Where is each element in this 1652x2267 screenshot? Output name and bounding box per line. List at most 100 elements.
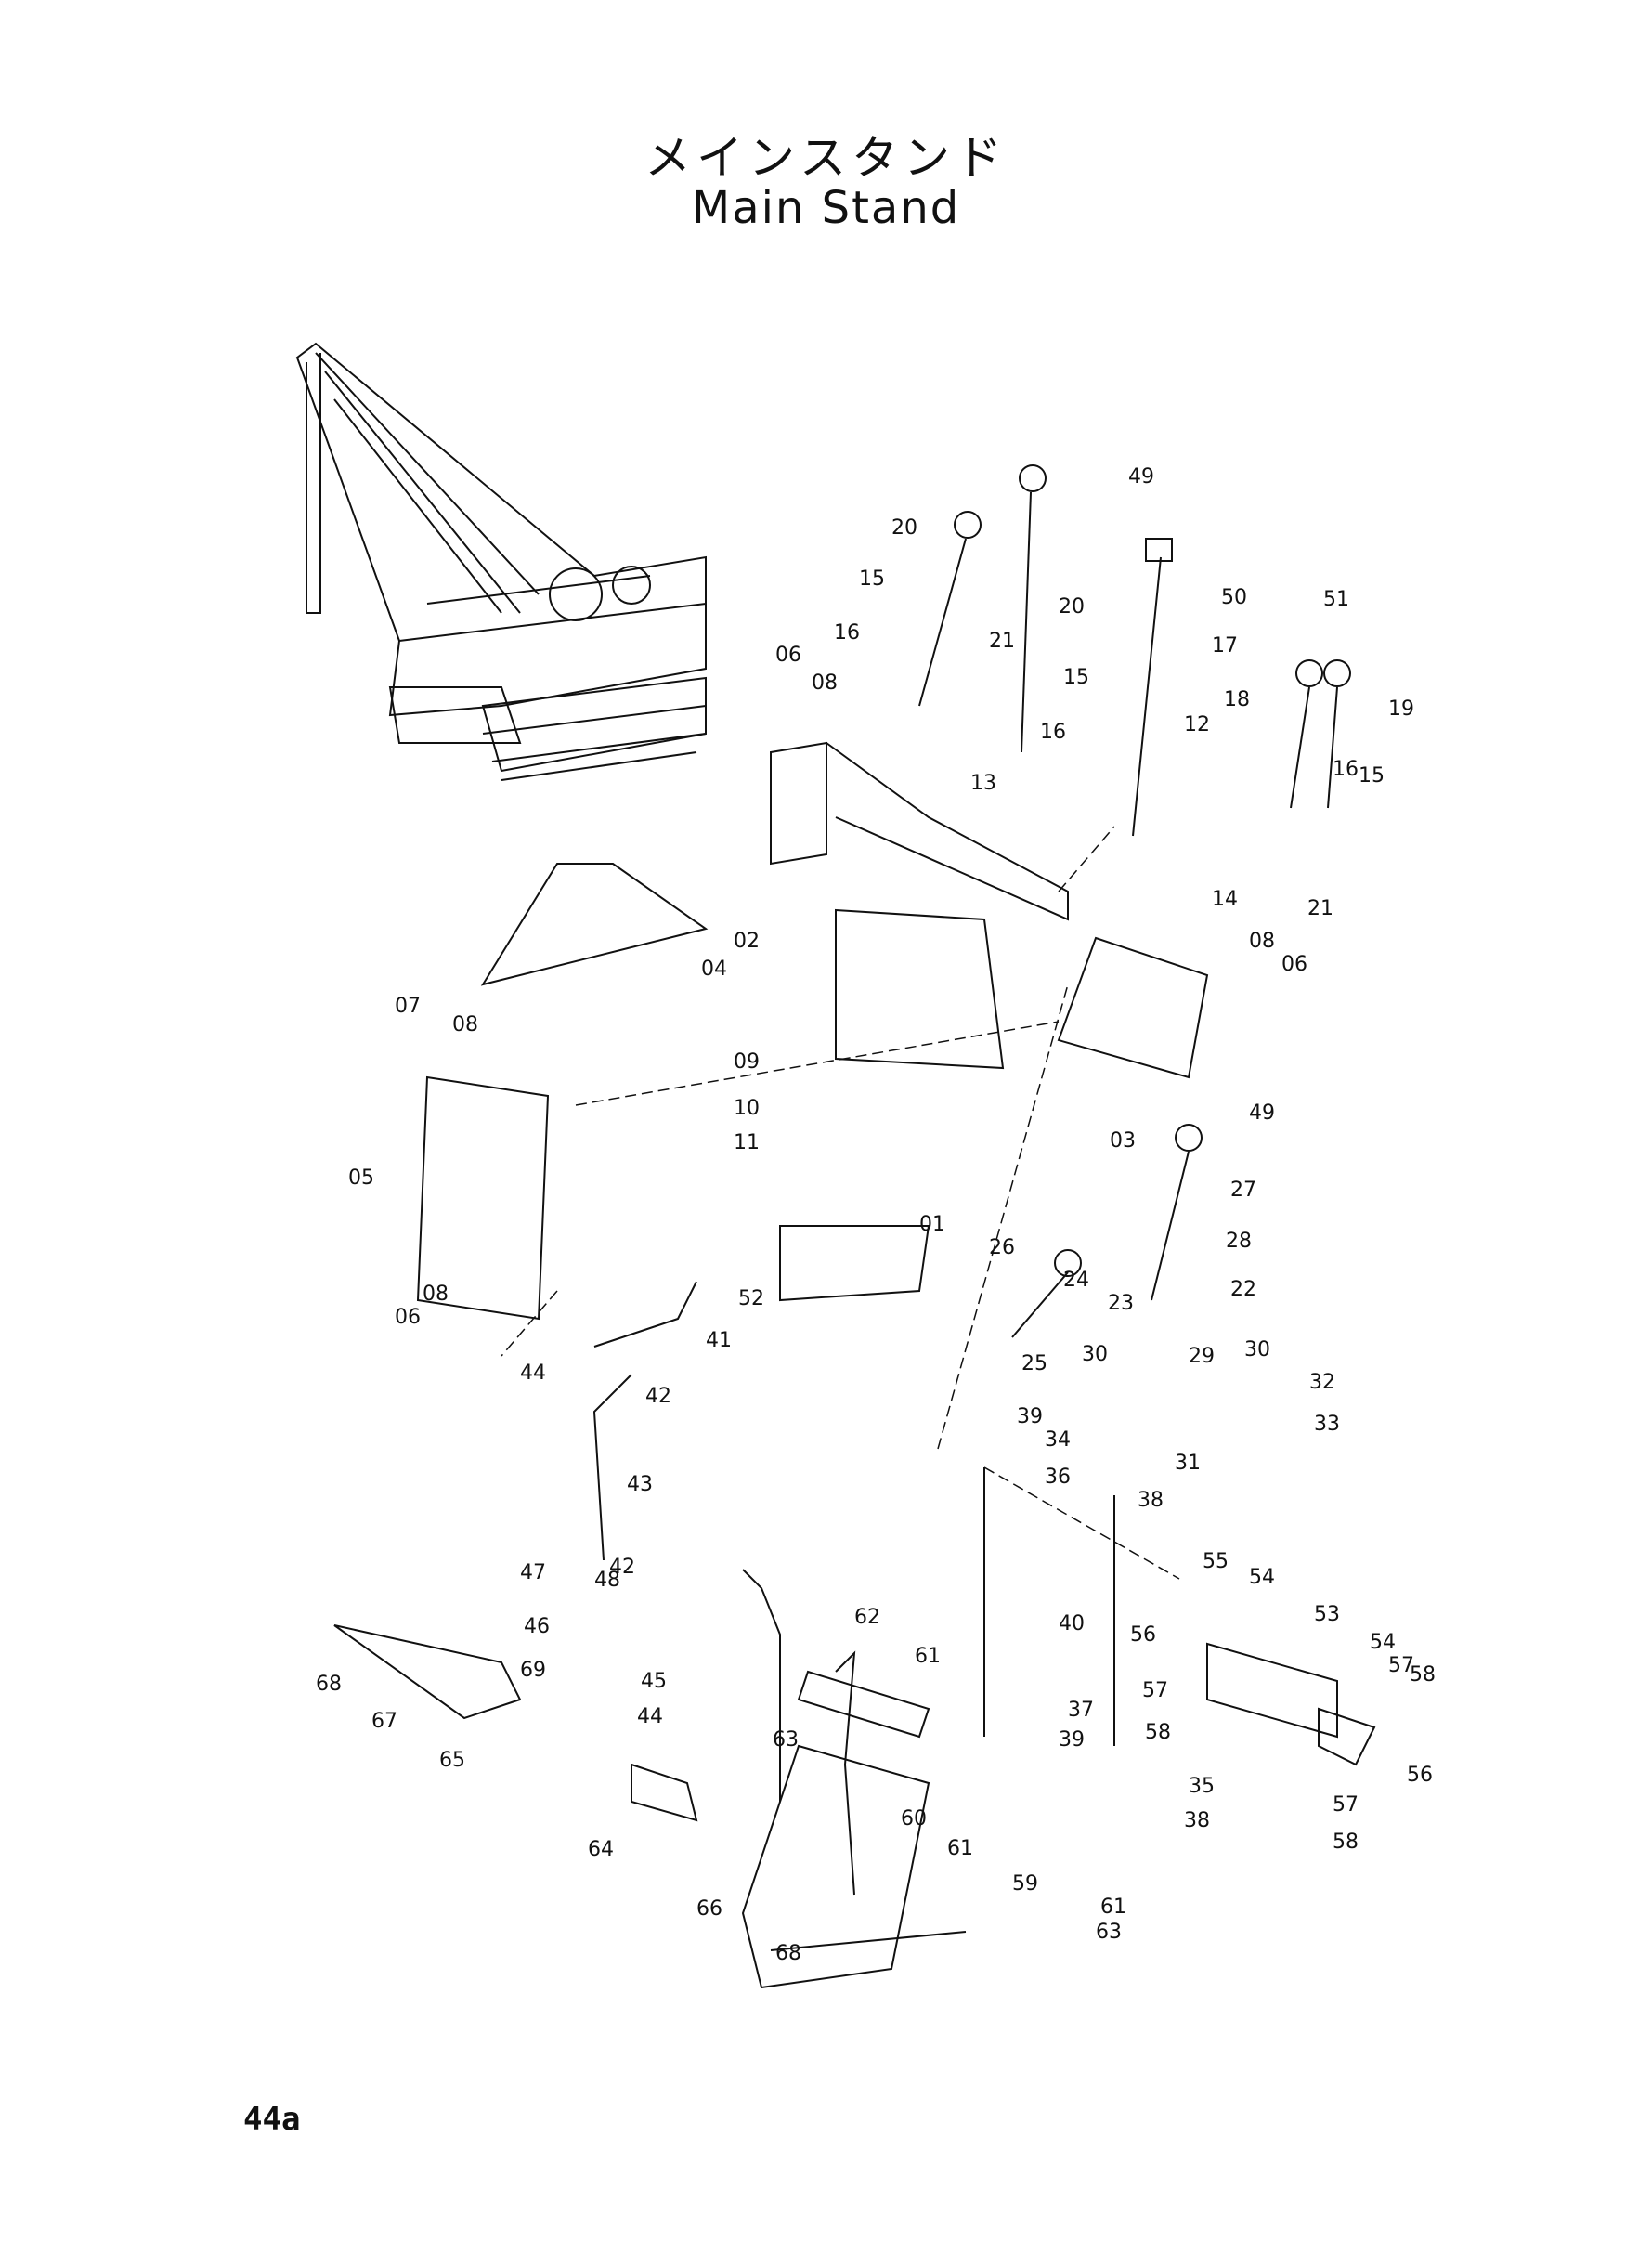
part-label: 54 xyxy=(1370,1631,1396,1654)
part-label: 06 xyxy=(775,644,801,667)
part-label: 36 xyxy=(1045,1466,1071,1489)
part-label: 55 xyxy=(1203,1550,1229,1573)
part-label: 26 xyxy=(989,1236,1015,1259)
part-label: 66 xyxy=(696,1897,722,1921)
part-label: 29 xyxy=(1189,1345,1215,1368)
part-label: 35 xyxy=(1189,1775,1215,1798)
part-label: 06 xyxy=(1281,953,1307,976)
part-label: 07 xyxy=(395,995,421,1018)
part-label: 28 xyxy=(1226,1230,1252,1253)
part-label: 17 xyxy=(1212,634,1238,658)
part-label: 58 xyxy=(1145,1721,1171,1744)
levers-and-rods xyxy=(592,464,1351,1896)
part-label: 68 xyxy=(775,1942,801,1965)
part-label: 33 xyxy=(1314,1413,1340,1436)
part-label: 48 xyxy=(594,1569,620,1592)
part-label: 24 xyxy=(1063,1269,1089,1292)
part-label: 03 xyxy=(1110,1129,1136,1153)
part-label: 67 xyxy=(371,1710,397,1733)
crane-illustration xyxy=(295,342,707,781)
part-label: 53 xyxy=(1314,1603,1340,1626)
part-label: 57 xyxy=(1142,1679,1168,1702)
part-label: 60 xyxy=(901,1807,927,1831)
part-label: 56 xyxy=(1407,1764,1433,1787)
part-label: 61 xyxy=(1100,1896,1126,1919)
part-label: 58 xyxy=(1333,1831,1359,1854)
part-label: 51 xyxy=(1323,588,1349,611)
part-label: 49 xyxy=(1128,465,1154,489)
part-label: 27 xyxy=(1230,1179,1256,1202)
part-label: 61 xyxy=(947,1837,973,1860)
console-plates xyxy=(416,741,1209,1321)
part-label: 58 xyxy=(1410,1663,1436,1687)
part-label: 08 xyxy=(812,671,838,695)
part-label: 64 xyxy=(588,1838,614,1861)
part-label: 39 xyxy=(1059,1728,1085,1752)
part-label: 30 xyxy=(1082,1343,1108,1366)
part-label: 38 xyxy=(1138,1489,1164,1512)
pedal-assembly xyxy=(333,1624,1376,1989)
part-label: 31 xyxy=(1175,1452,1201,1475)
part-label: 63 xyxy=(1096,1921,1122,1944)
part-label: 22 xyxy=(1230,1278,1256,1301)
part-label: 38 xyxy=(1184,1809,1210,1832)
part-label: 54 xyxy=(1249,1566,1275,1589)
part-label: 56 xyxy=(1130,1623,1156,1647)
part-label: 12 xyxy=(1184,713,1210,736)
part-label: 09 xyxy=(734,1050,760,1074)
part-label: 02 xyxy=(734,930,760,953)
part-label: 52 xyxy=(738,1287,764,1310)
part-label: 44 xyxy=(520,1362,546,1385)
part-label: 49 xyxy=(1249,1101,1275,1125)
part-label: 61 xyxy=(915,1645,941,1668)
part-label: 05 xyxy=(348,1166,374,1190)
part-label: 37 xyxy=(1068,1699,1094,1722)
part-label: 20 xyxy=(1059,595,1085,619)
part-label: 21 xyxy=(1307,897,1333,920)
part-label: 57 xyxy=(1333,1793,1359,1817)
part-label: 21 xyxy=(989,630,1015,653)
part-label: 15 xyxy=(859,567,885,591)
part-label: 15 xyxy=(1063,666,1089,689)
part-label: 42 xyxy=(645,1385,671,1408)
part-label: 15 xyxy=(1359,764,1385,788)
part-label: 39 xyxy=(1017,1405,1043,1428)
part-label: 50 xyxy=(1221,586,1247,609)
part-label: 65 xyxy=(439,1749,465,1772)
part-label: 68 xyxy=(316,1673,342,1696)
part-label: 34 xyxy=(1045,1428,1071,1452)
part-label: 06 xyxy=(395,1306,421,1329)
part-label: 20 xyxy=(891,516,917,540)
part-label: 01 xyxy=(919,1213,945,1236)
part-label: 10 xyxy=(734,1097,760,1120)
part-label: 16 xyxy=(834,621,860,645)
part-label: 08 xyxy=(1249,930,1275,953)
part-label: 30 xyxy=(1244,1338,1270,1362)
page-title-english: Main Stand xyxy=(691,182,961,234)
part-label: 13 xyxy=(970,772,996,795)
part-label: 16 xyxy=(1040,721,1066,744)
part-label: 18 xyxy=(1224,688,1250,711)
page-number: 44a xyxy=(243,2101,301,2138)
part-label: 04 xyxy=(701,958,727,981)
part-label: 19 xyxy=(1388,697,1414,721)
part-label: 14 xyxy=(1212,888,1238,911)
part-label: 63 xyxy=(773,1728,799,1752)
part-label: 40 xyxy=(1059,1612,1085,1635)
part-label: 23 xyxy=(1108,1292,1134,1315)
part-label: 57 xyxy=(1388,1654,1414,1677)
part-label: 45 xyxy=(641,1670,667,1693)
part-label: 47 xyxy=(520,1561,546,1584)
part-label: 11 xyxy=(734,1131,760,1154)
page-title-japanese: メインスタンド xyxy=(644,131,1008,185)
part-label: 43 xyxy=(627,1473,653,1496)
part-label: 08 xyxy=(452,1013,478,1036)
part-label: 25 xyxy=(1021,1352,1047,1375)
part-label: 59 xyxy=(1012,1872,1038,1896)
part-label: 41 xyxy=(706,1329,732,1352)
part-label: 08 xyxy=(423,1283,449,1306)
leader-lines xyxy=(501,826,1180,1580)
part-label: 42 xyxy=(609,1556,635,1579)
